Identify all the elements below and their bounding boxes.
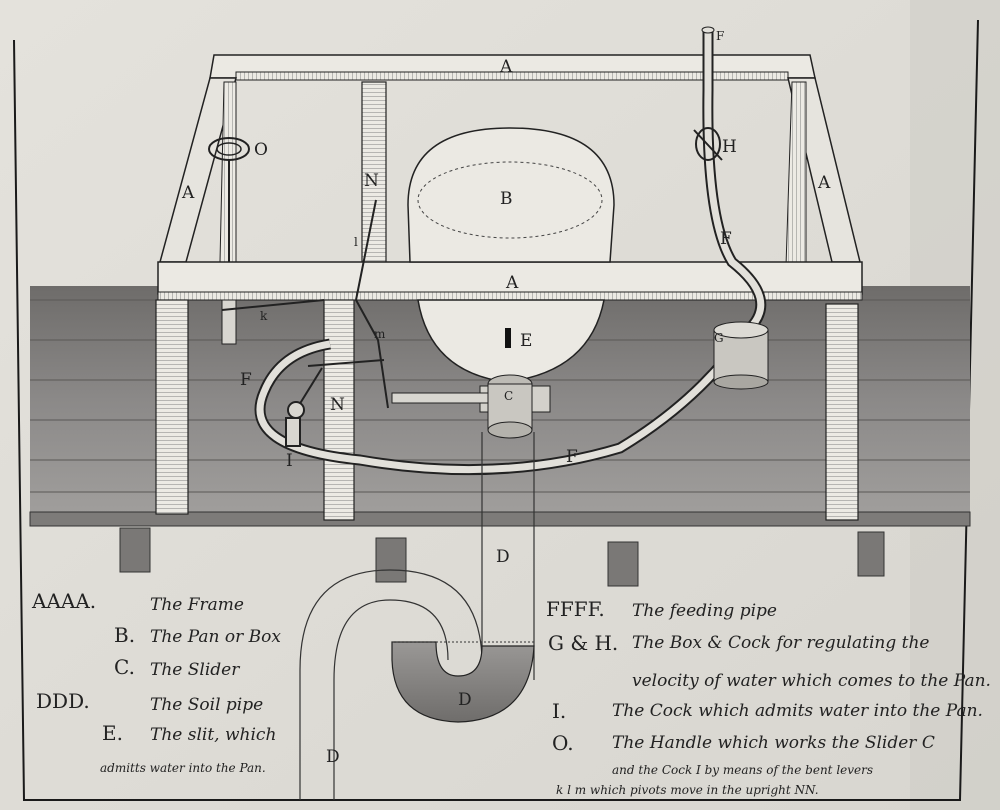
legend-text-box-cock-cont: velocity of water which comes to the Pan…: [632, 671, 991, 691]
label-a-top: A: [499, 57, 513, 77]
legend-text-slider: The Slider: [150, 660, 240, 680]
label-a-right: A: [817, 173, 831, 193]
slider: [391, 374, 551, 439]
legend-text-slit: The slit, which: [150, 725, 276, 745]
legend-key-frame: AAAA.: [31, 589, 96, 613]
feeding-pipe: [254, 26, 767, 476]
legend-text-box-cock: The Box & Cock for regulating the: [632, 633, 929, 653]
floor-supports: [119, 527, 885, 587]
label-d-low: D: [326, 747, 340, 767]
label-f-right: F: [720, 229, 732, 249]
legend-key-soil-pipe: DDD.: [36, 689, 90, 713]
pan: [407, 127, 615, 383]
label-d-trap: D: [458, 690, 472, 710]
label-a-left: A: [181, 183, 195, 203]
label-o: O: [254, 140, 268, 160]
label-f-bottom: F: [566, 447, 578, 467]
legend-key-slit: E.: [102, 721, 123, 745]
label-f-left: F: [240, 370, 252, 390]
soil-pipe: [299, 432, 535, 800]
label-h: H: [722, 137, 737, 157]
label-n-lower: N: [330, 395, 345, 415]
legend-key-pan: B.: [114, 623, 135, 647]
legend-text-feeding-pipe: The feeding pipe: [632, 601, 777, 621]
legend-key-slider: C.: [114, 655, 135, 679]
legend-text-pan: The Pan or Box: [150, 627, 281, 647]
label-f-top: F: [716, 29, 724, 43]
label-a-mid: A: [505, 273, 519, 293]
label-d-pipe: D: [496, 547, 510, 567]
legend-left: AAAA. The Frame B. The Pan or Box C. The…: [31, 589, 281, 775]
label-i: I: [286, 451, 293, 471]
legend-text-cock-i: The Cock which admits water into the Pan…: [612, 701, 983, 721]
legend-key-cock-i: I.: [552, 699, 566, 723]
legend-key-handle: O.: [552, 731, 574, 755]
legend-text-handle-cont-1: and the Cock I by means of the bent leve…: [612, 763, 873, 777]
legend-right: FFFF. The feeding pipe G & H. The Box & …: [546, 597, 991, 797]
label-e: E: [520, 331, 532, 351]
legend-key-feeding-pipe: FFFF.: [546, 597, 605, 621]
legend-text-frame: The Frame: [150, 595, 244, 615]
label-l: l: [354, 235, 358, 249]
legend-key-box-cock: G & H.: [548, 631, 618, 655]
diagram-labels: A A A A B C D D D E F F F F G H I N N O …: [181, 29, 831, 767]
legend-text-slit-cont: admitts water into the Pan.: [100, 761, 266, 775]
label-g: G: [714, 331, 724, 345]
label-b: B: [500, 189, 513, 209]
label-n-upper: N: [364, 171, 379, 191]
label-m: m: [374, 327, 386, 341]
label-k: k: [260, 309, 268, 323]
handle-o: [208, 137, 250, 345]
legend-text-soil-pipe: The Soil pipe: [150, 695, 263, 715]
legend-text-handle: The Handle which works the Slider C: [612, 733, 935, 753]
regulating-box: [713, 321, 769, 390]
legend-text-handle-cont-2: k l m which pivots move in the upright N…: [556, 783, 819, 797]
cock-h: [693, 127, 723, 161]
label-c: C: [504, 389, 513, 403]
bent-levers: [221, 199, 389, 447]
